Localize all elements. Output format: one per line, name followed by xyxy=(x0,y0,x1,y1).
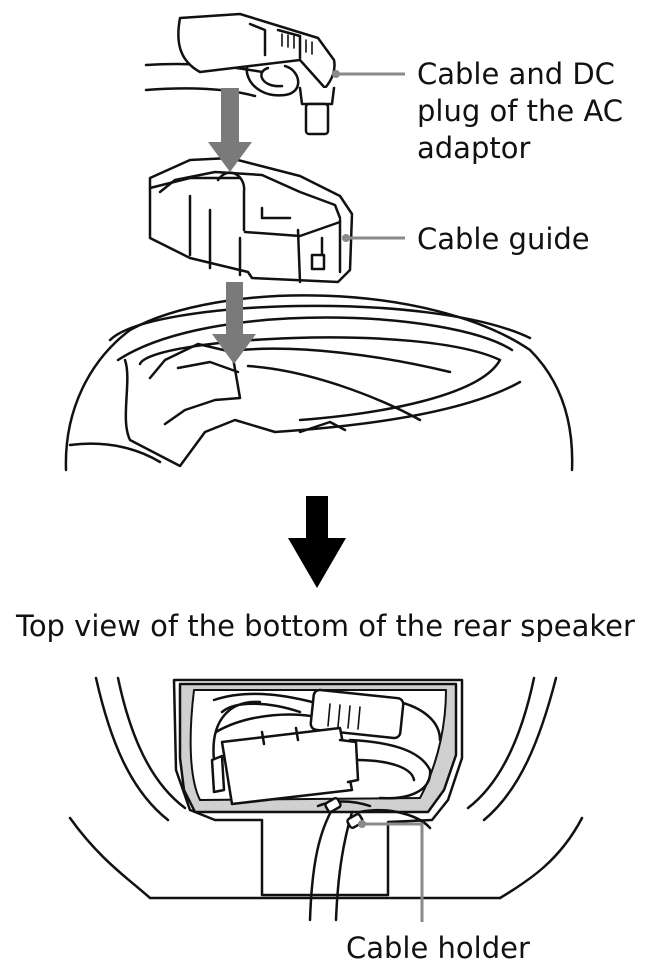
label-cable-guide: Cable guide xyxy=(417,222,590,256)
label-line: adaptor xyxy=(417,131,531,165)
leader-dot xyxy=(358,820,366,828)
dc-plug-icon xyxy=(144,12,336,136)
label-top-view: Top view of the bottom of the rear speak… xyxy=(16,609,635,643)
speaker-base-icon xyxy=(64,294,574,472)
speaker-top-view-icon xyxy=(68,676,584,922)
leader-dot xyxy=(342,234,350,242)
arrow-down-icon xyxy=(288,496,346,588)
leader-line xyxy=(362,822,424,922)
arrow-down-icon xyxy=(208,88,252,172)
arrow-down-icon xyxy=(212,282,256,364)
leader-dot xyxy=(332,70,340,78)
label-cable-holder: Cable holder xyxy=(346,931,530,965)
label-line: plug of the AC xyxy=(417,94,624,128)
label-line: Cable and DC xyxy=(417,57,615,91)
label-cable-dc-plug: Cable and DC plug of the AC adaptor xyxy=(417,56,623,167)
cable-guide-icon xyxy=(148,156,354,284)
